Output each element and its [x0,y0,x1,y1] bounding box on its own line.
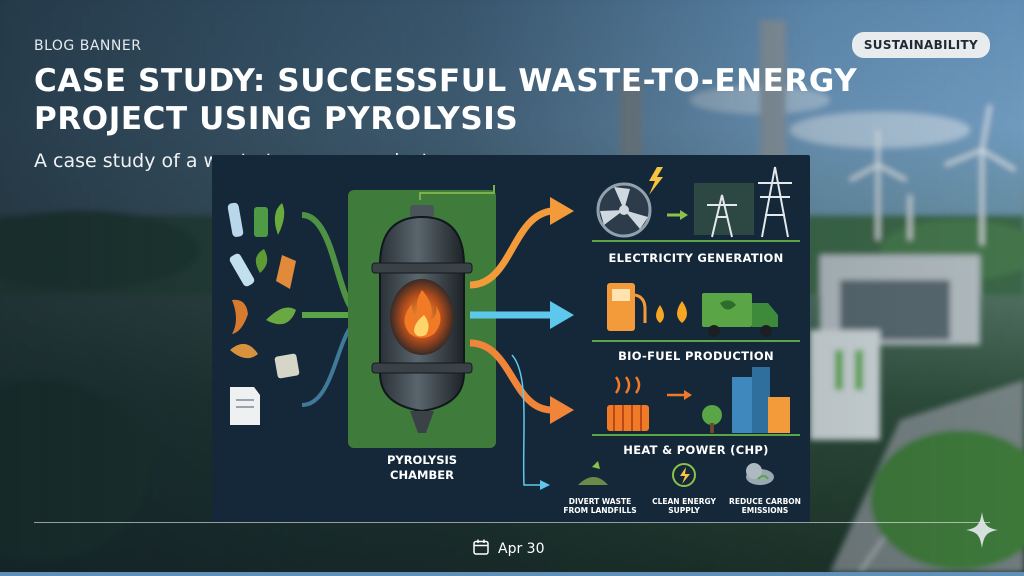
footer-divider [34,522,990,523]
output-label-biofuel: BIO-FUEL PRODUCTION [618,349,774,363]
banner-tag: BLOG BANNER [34,38,142,54]
heater-icon [607,376,692,431]
truck-icon [702,293,778,337]
fuel-pump-icon [607,283,687,331]
infographic-illustration [227,166,800,490]
post-date-text: Apr 30 [498,541,545,557]
category-badge[interactable]: SUSTAINABILITY [851,32,990,58]
waste-items-icon [227,202,300,425]
turbine-icon [596,167,688,238]
pyrolysis-infographic: ELECTRICITY GENERATION BIO-FUEL PRODUCTI… [212,155,810,523]
power-tower-icon [707,166,792,238]
cloud-icon [746,463,774,485]
output-label-electricity: ELECTRICITY GENERATION [608,251,784,265]
benefit-label-clean-energy: CLEAN ENERGY SUPPLY [652,497,716,515]
page-title: Case Study: Successful Waste-to-Energy P… [34,63,858,137]
chamber-label: PYROLYSIS CHAMBER [386,453,458,482]
output-label-heat-power: HEAT & POWER (CHP) [623,443,769,457]
clean-energy-icon [672,463,696,487]
sparkle-icon [964,510,1000,554]
calendar-icon [472,538,490,560]
city-buildings-icon [702,367,790,433]
benefit-label-carbon: REDUCE CARBON EMISSIONS [729,497,801,515]
landfill-icon [578,461,608,485]
benefit-label-landfill: DIVERT WASTE FROM LANDFILLS [563,497,637,515]
pyrolysis-tank-icon [371,205,473,433]
post-date: Apr 30 [472,538,544,560]
